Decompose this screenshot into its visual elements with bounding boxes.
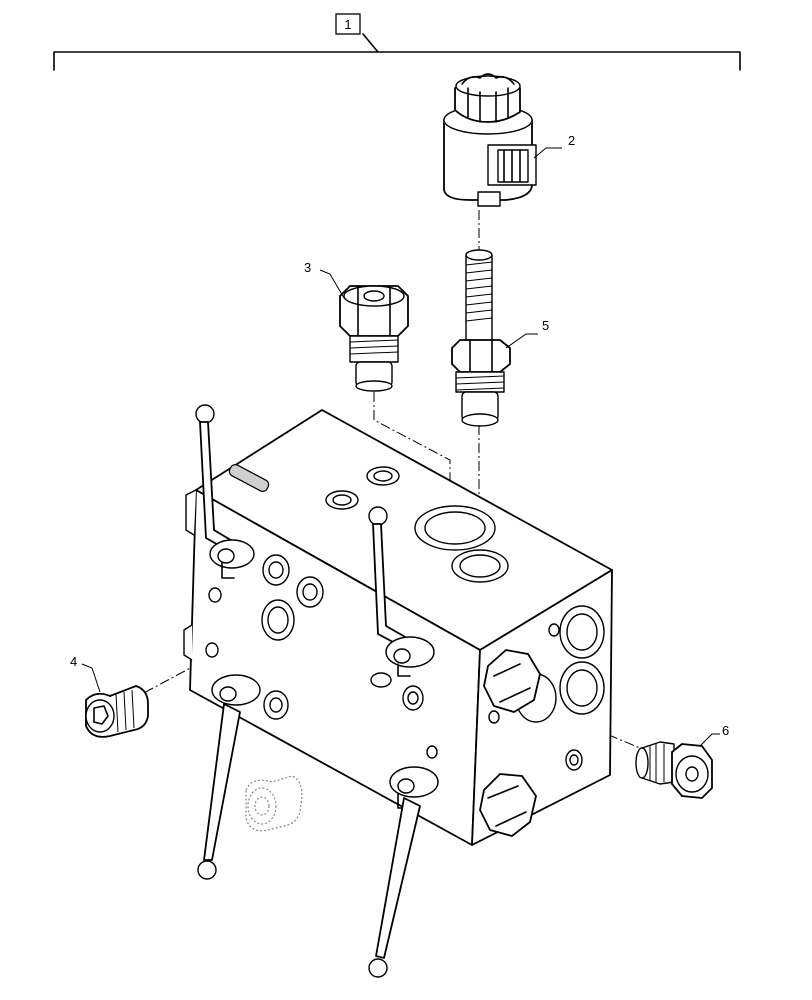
hex-plug-lower[interactable] xyxy=(479,773,537,837)
callout-3-label: 3 xyxy=(304,260,311,275)
left-face-ports xyxy=(205,554,438,759)
ball-valve-handle-upper-left[interactable] xyxy=(195,404,255,579)
relief-valve-cartridge[interactable] xyxy=(339,285,409,392)
assembly-bracket xyxy=(53,33,741,71)
phantom-plug xyxy=(245,775,303,832)
port-plug-item-4[interactable] xyxy=(85,685,149,738)
assembly-callout-text: 1 xyxy=(344,17,351,32)
check-valve-item-6[interactable] xyxy=(635,741,713,799)
ball-valve-handle-lower-right[interactable] xyxy=(368,766,439,978)
ball-valve-handle-lower-left[interactable] xyxy=(197,674,261,880)
callout-5-group[interactable]: 5 xyxy=(505,318,549,349)
callout-6-label: 6 xyxy=(722,723,729,738)
hex-plug-upper[interactable] xyxy=(483,649,541,713)
callout-3-group[interactable]: 3 xyxy=(304,260,345,299)
solenoid-cartridge[interactable] xyxy=(451,249,511,427)
ball-valve-handle-upper-right[interactable] xyxy=(368,506,435,688)
callout-5-label: 5 xyxy=(542,318,549,333)
callout-2-group[interactable]: 2 xyxy=(533,133,575,159)
top-face-ports xyxy=(228,464,509,583)
callout-2-label: 2 xyxy=(568,133,575,148)
solenoid-coil[interactable] xyxy=(443,73,537,207)
callout-6-group[interactable]: 6 xyxy=(699,723,729,747)
callout-4-label: 4 xyxy=(70,654,77,669)
callout-4-group[interactable]: 4 xyxy=(70,654,101,693)
assembly-callout-box[interactable]: 1 xyxy=(335,13,361,35)
